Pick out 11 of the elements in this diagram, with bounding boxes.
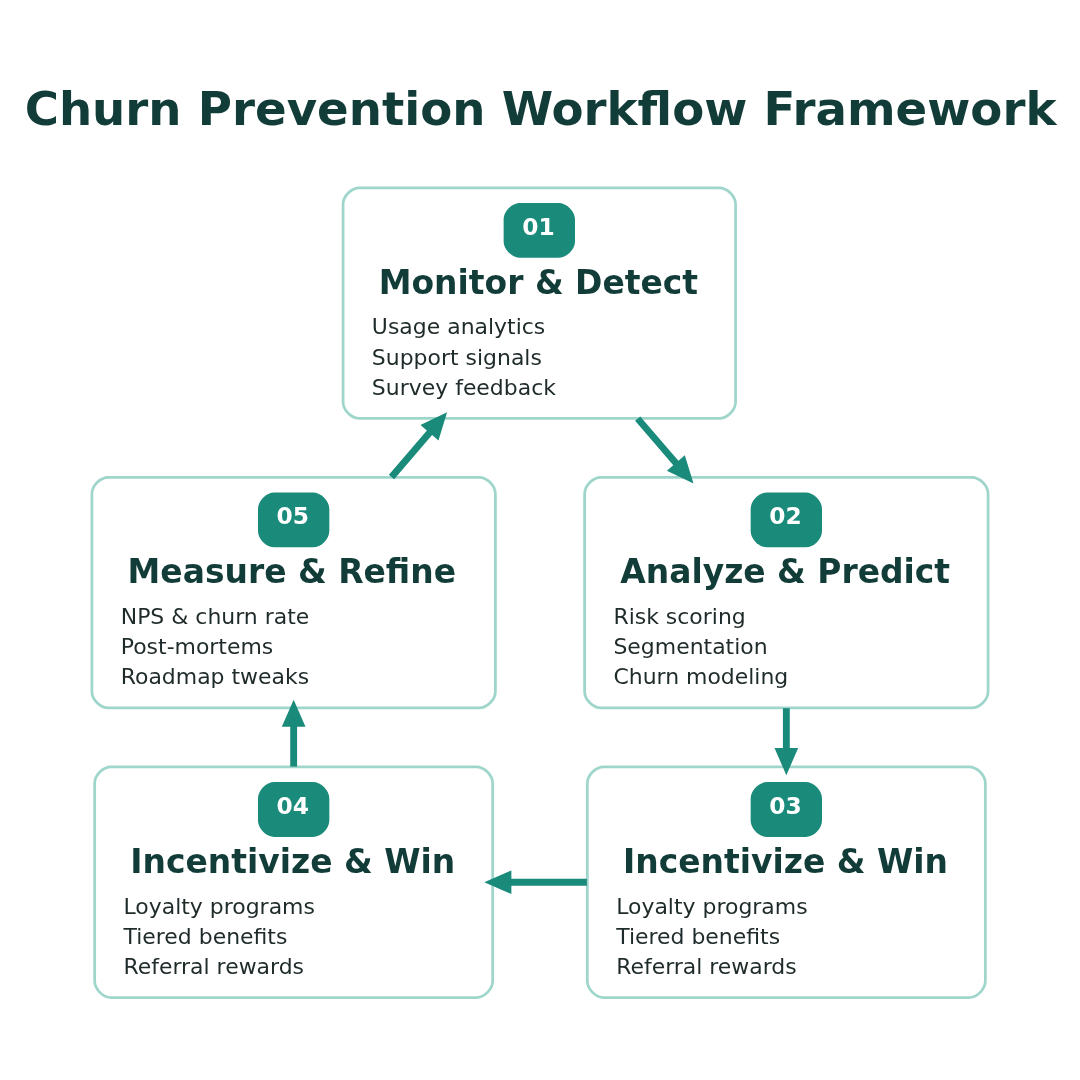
arrow <box>281 699 306 767</box>
diagram-title: Churn Prevention Workflow Framework <box>24 81 1057 136</box>
node-box: 02 Analyze & Predict Risk scoring Segmentation Churn modeling <box>583 475 990 709</box>
node-box: 04 Incentivize & Win Loyalty programs Tiered benefits Referral rewards <box>93 765 494 999</box>
node-box: 01 Monitor & Detect Usage analytics Support signals Survey feedback <box>341 185 737 420</box>
arrow <box>774 707 799 775</box>
arrow <box>484 869 587 894</box>
arrow <box>388 411 448 479</box>
node-box: 03 Incentivize & Win Loyalty programs Tiered benefits Referral rewards <box>586 765 987 999</box>
arrow <box>635 415 694 483</box>
node-box: 05 Measure & Refine NPS & churn rate Post-mortems Roadmap tweaks <box>90 475 497 709</box>
